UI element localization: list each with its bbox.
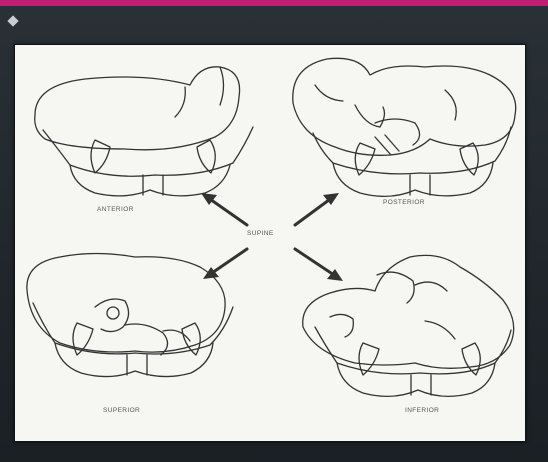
anterior-illustration	[35, 67, 253, 196]
arrow-up-left-icon	[201, 193, 247, 225]
arrow-down-left-icon	[203, 249, 247, 279]
bottom-left-label: SUPERIOR	[103, 407, 140, 414]
bullet-diamond-icon	[7, 15, 18, 26]
arrow-down-right-icon	[295, 249, 343, 281]
posterior-illustration	[293, 58, 516, 196]
superior-illustration	[27, 254, 233, 377]
center-label: SUPINE	[247, 230, 274, 237]
arrow-up-right-icon	[295, 193, 339, 225]
top-left-label: ANTERIOR	[97, 206, 134, 213]
infant-position-diagram	[15, 45, 525, 441]
top-right-label: POSTERIOR	[383, 199, 425, 206]
diagram-panel: SUPINE ANTERIOR POSTERIOR SUPERIOR INFER…	[14, 44, 526, 442]
bottom-right-label: INFERIOR	[405, 407, 439, 414]
